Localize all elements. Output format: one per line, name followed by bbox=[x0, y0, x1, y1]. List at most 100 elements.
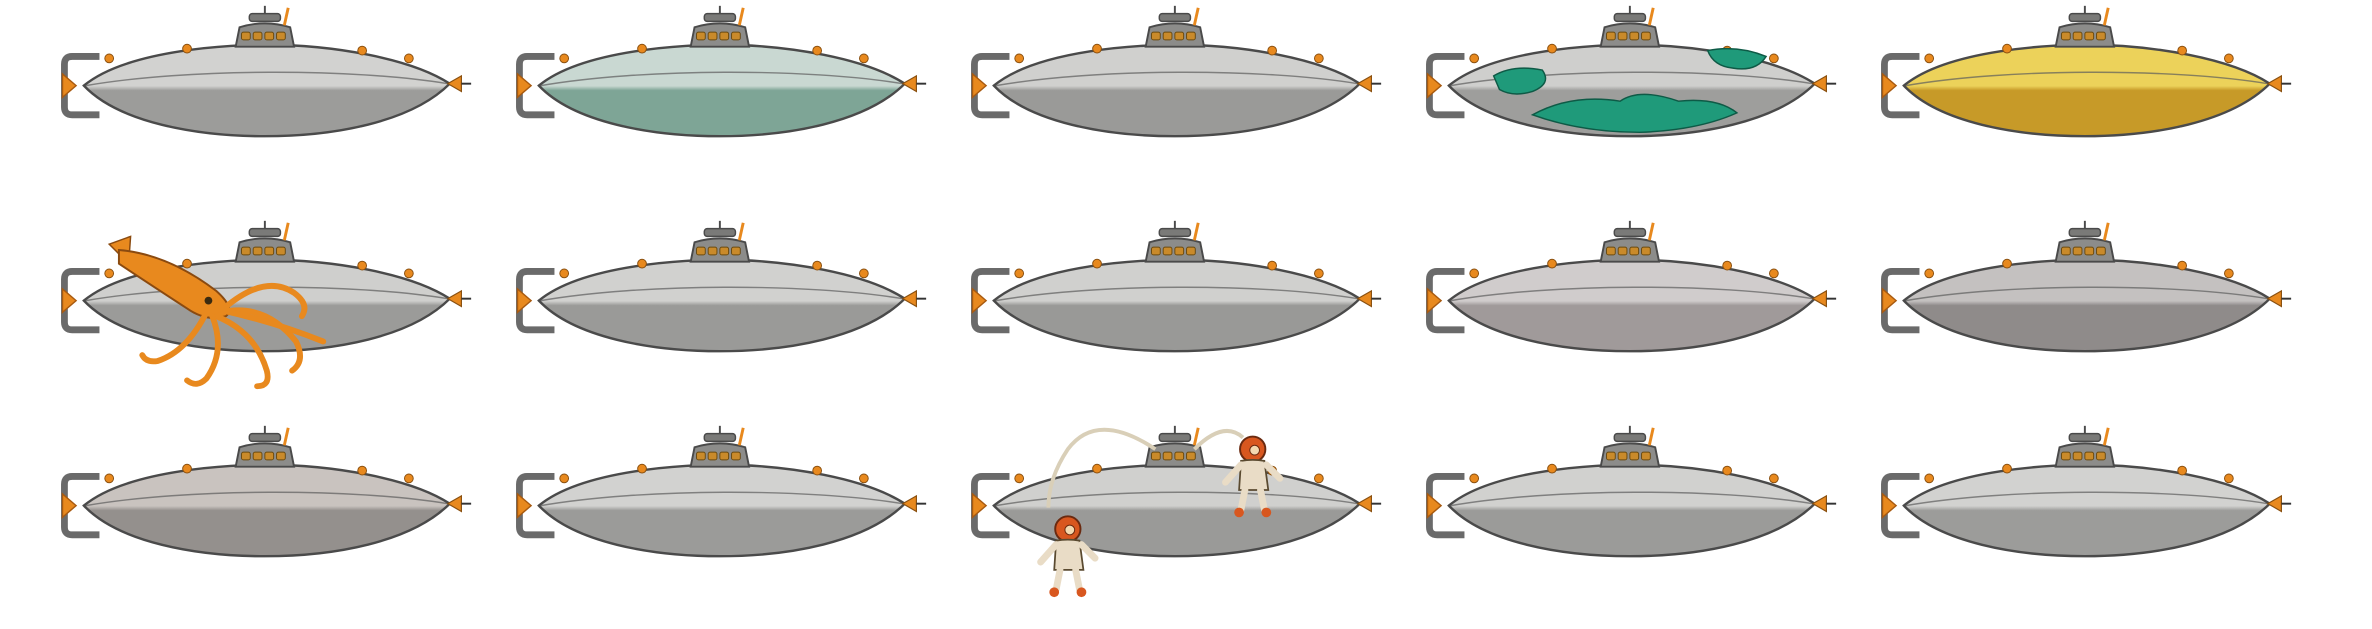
porthole-icon bbox=[1186, 31, 1196, 41]
porthole-icon bbox=[1186, 451, 1196, 461]
hull-bolt bbox=[1469, 473, 1480, 484]
submarine-sprite-silver bbox=[495, 215, 935, 395]
submarine-hull bbox=[992, 463, 1362, 558]
submarine-sprite-silver bbox=[495, 420, 935, 600]
tower-hatch bbox=[2068, 432, 2102, 443]
hull-seam bbox=[1905, 491, 2268, 507]
porthole-icon bbox=[707, 246, 718, 256]
porthole-icon bbox=[2061, 246, 2071, 256]
propeller-icon bbox=[1426, 72, 1443, 99]
green-patch bbox=[1706, 47, 1768, 70]
bow-ram bbox=[901, 494, 917, 513]
propeller-icon bbox=[516, 287, 533, 314]
propeller-icon bbox=[1881, 72, 1898, 99]
porthole-icon bbox=[276, 246, 286, 256]
hull-bolt bbox=[559, 268, 570, 279]
hull-bolt bbox=[1092, 463, 1102, 474]
propeller-icon bbox=[971, 492, 988, 519]
hull-bolt bbox=[1924, 473, 1935, 484]
hull-bolt bbox=[404, 53, 414, 64]
diver-boot bbox=[1261, 507, 1272, 518]
hull-bolt bbox=[104, 473, 115, 484]
submarine-icon bbox=[971, 220, 1382, 353]
hull-bolt bbox=[1469, 268, 1480, 279]
diver-arm bbox=[1037, 541, 1060, 566]
helmet-window bbox=[1249, 444, 1260, 456]
diver-leg bbox=[1237, 486, 1249, 513]
bow-ram bbox=[1811, 289, 1827, 308]
propeller-icon bbox=[516, 72, 533, 99]
submarine-icon bbox=[1426, 425, 1837, 558]
hull-bolt bbox=[1267, 260, 1278, 271]
hull-bolt bbox=[1014, 268, 1025, 279]
porthole-icon bbox=[707, 451, 718, 461]
porthole-icon bbox=[1151, 31, 1161, 41]
submarine-icon bbox=[61, 425, 472, 558]
diver-left bbox=[1037, 515, 1099, 598]
bow-ram bbox=[2266, 494, 2282, 513]
porthole-icon bbox=[719, 31, 730, 41]
porthole-icon bbox=[1606, 31, 1616, 41]
hull-bolt bbox=[1314, 473, 1324, 484]
porthole-icon bbox=[1174, 31, 1185, 41]
hull-bolt bbox=[1469, 53, 1480, 64]
submarine-hull bbox=[992, 43, 1362, 138]
submarine-icon bbox=[516, 220, 927, 353]
hull-bolt bbox=[1547, 43, 1557, 54]
submarine-icon bbox=[61, 5, 472, 138]
submarine-sprite-silver bbox=[40, 0, 480, 180]
diving-suit bbox=[1238, 459, 1270, 491]
diver-boot bbox=[1234, 507, 1244, 518]
submarine-sprite-brownish-grey bbox=[40, 420, 480, 600]
porthole-icon bbox=[1151, 246, 1161, 256]
porthole-icon bbox=[1174, 451, 1185, 461]
hull-bolt bbox=[182, 43, 192, 54]
porthole-icon bbox=[731, 31, 741, 41]
tower-hatch bbox=[1158, 432, 1192, 443]
hull-bolt bbox=[2177, 45, 2188, 56]
hull-seam bbox=[1905, 71, 2268, 87]
porthole-icon bbox=[2084, 31, 2095, 41]
porthole-icon bbox=[241, 31, 251, 41]
porthole-icon bbox=[1641, 451, 1651, 461]
porthole-icon bbox=[2072, 31, 2083, 41]
submarine-sprite-silver bbox=[1405, 420, 1845, 600]
hull-bolt bbox=[2224, 53, 2234, 64]
bow-ram bbox=[901, 289, 917, 308]
propeller-icon bbox=[61, 287, 78, 314]
hull-bolt bbox=[1769, 473, 1779, 484]
submarine-icon bbox=[1426, 220, 1837, 353]
hull-bolt bbox=[2002, 43, 2012, 54]
porthole-icon bbox=[719, 451, 730, 461]
diver-leg bbox=[1257, 486, 1268, 513]
bow-ram bbox=[446, 289, 462, 308]
propeller-icon bbox=[516, 492, 533, 519]
hull-seam bbox=[540, 71, 903, 87]
periscope bbox=[1192, 222, 1200, 241]
tower-hatch bbox=[248, 12, 282, 23]
porthole-icon bbox=[696, 31, 706, 41]
squid-tentacle bbox=[221, 283, 308, 320]
hull-bolt bbox=[1547, 463, 1557, 474]
porthole-icon bbox=[1617, 246, 1628, 256]
diver-arm bbox=[1262, 461, 1284, 482]
porthole-icon bbox=[252, 246, 263, 256]
submarine-sprite-silver-with-squid bbox=[40, 215, 480, 395]
bow-ram bbox=[1811, 74, 1827, 93]
porthole-icon bbox=[1606, 246, 1616, 256]
propeller-icon bbox=[971, 72, 988, 99]
submarine-icon bbox=[1881, 220, 2292, 353]
hull-bolt bbox=[812, 465, 823, 476]
bow-ram bbox=[1356, 74, 1372, 93]
hull-bolt bbox=[1014, 473, 1025, 484]
porthole-icon bbox=[2061, 31, 2071, 41]
porthole-icon bbox=[731, 451, 741, 461]
submarine-sprite-silver-with-divers bbox=[950, 420, 1390, 600]
periscope bbox=[737, 427, 745, 446]
hull-bolt bbox=[859, 268, 869, 279]
hull-bolt bbox=[1769, 268, 1779, 279]
tower-hatch bbox=[2068, 227, 2102, 238]
bow-ram bbox=[901, 74, 917, 93]
submarine-hull bbox=[1902, 258, 2272, 353]
hull-bolt bbox=[1924, 53, 1935, 64]
